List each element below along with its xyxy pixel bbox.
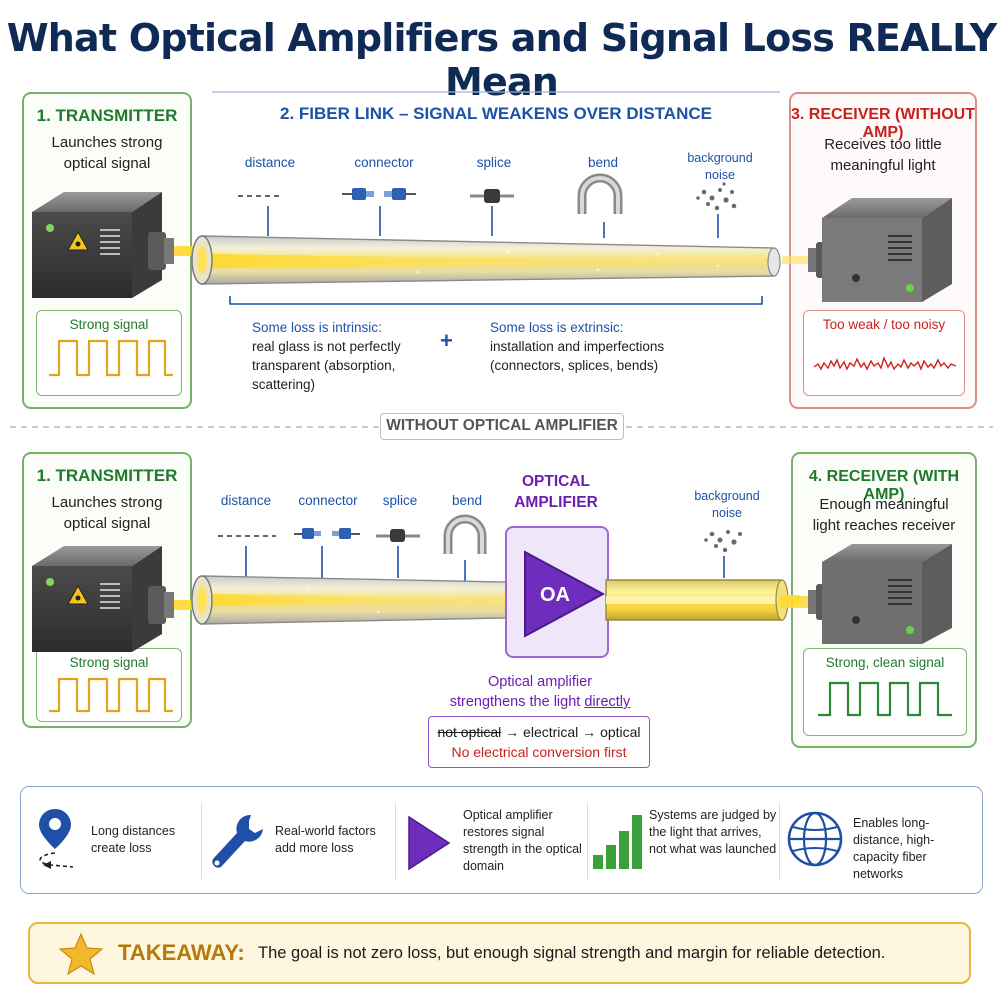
- fiber-link-title-text: 2. FIBER LINK – SIGNAL WEAKENS OVER DIST…: [280, 104, 712, 123]
- receiver-subtitle: Enough meaningful light reaches receiver: [812, 496, 956, 534]
- transmitter-title: 1. TRANSMITTER: [36, 466, 178, 485]
- transmitter-panel-bottom: 1. TRANSMITTER Launches strong optical s…: [22, 452, 192, 728]
- receiver-device-top: [782, 198, 952, 302]
- summary-text-3: Optical amplifier restores signal streng…: [463, 808, 582, 873]
- takeaway-label: TAKEAWAY:: [118, 940, 245, 965]
- summary-text-1: Long distances create loss: [91, 824, 176, 855]
- amplifier-caption-main: strengthens the light: [449, 694, 581, 710]
- fiber-top: [191, 235, 781, 285]
- square-wave-icon: [49, 339, 173, 377]
- wrench-icon: [212, 814, 263, 868]
- conversion-struck: not optical: [437, 724, 502, 740]
- transmitter-device-top: [32, 192, 204, 298]
- transmitter-title: 1. TRANSMITTER: [36, 106, 178, 125]
- receiver-subtitle: Receives too little meaningful light: [824, 136, 942, 174]
- signal-label: Too weak / too noisy: [822, 317, 946, 332]
- amplifier-triangle-icon: [408, 815, 451, 871]
- conversion-chain: not optical → electrical → optical: [429, 722, 649, 742]
- fiber-bottom-after-amp: [605, 579, 800, 621]
- distance-label: distance: [244, 155, 296, 170]
- connector-icon: [294, 528, 360, 539]
- intrinsic-note: Some loss is intrinsic: real glass is no…: [252, 318, 422, 394]
- amplifier-caption-line2: strengthens the light directly: [430, 692, 650, 712]
- map-pin-icon: [39, 809, 74, 869]
- fiber-bottom-before-amp: [191, 575, 507, 625]
- connector-label: connector: [354, 155, 414, 170]
- page-title: What Optical Amplifiers and Signal Loss …: [6, 16, 997, 104]
- bend-icon: [577, 173, 623, 214]
- intrinsic-body: real glass is not perfectly transparent …: [252, 339, 401, 392]
- loss-brace: [229, 296, 763, 305]
- noise-label: background noise: [687, 151, 753, 182]
- square-wave-icon: [49, 677, 173, 713]
- fiber-link-title: 2. FIBER LINK – SIGNAL WEAKENS OVER DIST…: [212, 104, 780, 124]
- loss-icons-top: [238, 173, 737, 238]
- bend-icon: [443, 514, 487, 554]
- amplifier-caption-line1: Optical amplifier: [488, 674, 592, 690]
- distance-label: distance: [220, 493, 272, 508]
- transmitter-subtitle: Launches strong optical signal: [51, 134, 163, 172]
- summary-text-4: Systems are judged by the light that arr…: [649, 808, 777, 856]
- extrinsic-note: Some loss is extrinsic: installation and…: [490, 318, 680, 375]
- signal-label: Strong signal: [69, 317, 149, 332]
- summary-divider: [395, 803, 396, 879]
- amplifier-caption: Optical amplifier strengthens the light …: [430, 672, 650, 712]
- splice-icon: [470, 189, 514, 203]
- clean-signal-box: Strong, clean signal: [803, 648, 967, 736]
- amplifier-title: OPTICAL AMPLIFIER: [514, 473, 598, 511]
- conversion-rest: → electrical → optical: [501, 724, 641, 740]
- receiver-device-bottom: [780, 544, 952, 644]
- connector-label: connector: [298, 493, 358, 508]
- splice-icon: [376, 529, 420, 542]
- conversion-warning: No electrical conversion first: [451, 744, 627, 760]
- noisy-wave-icon: [813, 355, 957, 371]
- weak-signal-box: Too weak / too noisy: [803, 310, 965, 396]
- bend-label: bend: [587, 155, 619, 170]
- amplifier-triangle-icon: [524, 550, 606, 638]
- plus-sign: +: [440, 328, 453, 353]
- extrinsic-title: Some loss is extrinsic:: [490, 320, 624, 335]
- extrinsic-body: installation and imperfections (connecto…: [490, 339, 665, 373]
- signal-label: Strong signal: [69, 655, 149, 670]
- summary-strip: Long distances create loss Real-world fa…: [20, 786, 983, 894]
- noise-icon: [696, 182, 737, 211]
- summary-text-5: Enables long-distance, high-capacity fib…: [853, 816, 935, 881]
- strong-signal-box: Strong signal: [36, 310, 182, 396]
- takeaway-box: TAKEAWAY: The goal is not zero loss, but…: [28, 922, 971, 984]
- loss-icons-bottom: [218, 514, 742, 582]
- summary-text-2: Real-world factors add more loss: [275, 824, 376, 855]
- receiver-title: 4. RECEIVER (WITH AMP): [808, 468, 960, 503]
- summary-divider: [779, 803, 780, 879]
- strong-signal-box: Strong signal: [36, 648, 182, 722]
- square-wave-icon: [818, 681, 952, 717]
- noise-icon: [704, 530, 742, 553]
- section-divider: [10, 426, 993, 428]
- takeaway-text: The goal is not zero loss, but enough si…: [258, 944, 886, 962]
- conversion-note: not optical → electrical → optical No el…: [428, 716, 650, 768]
- amplifier-caption-emphasis: directly: [584, 694, 631, 710]
- signal-label: Strong, clean signal: [825, 655, 945, 670]
- amplifier-symbol: OA: [540, 584, 570, 606]
- bend-label: bend: [451, 493, 483, 508]
- transmitter-subtitle: Launches strong optical signal: [51, 494, 163, 532]
- splice-label: splice: [382, 493, 418, 508]
- splice-label: splice: [476, 155, 512, 170]
- signal-bars-icon: [593, 815, 642, 869]
- star-icon: [58, 932, 104, 976]
- connector-icon: [342, 188, 416, 200]
- summary-divider: [201, 803, 202, 879]
- without-amplifier-label: WITHOUT OPTICAL AMPLIFIER: [380, 413, 624, 440]
- optical-amplifier: OA: [505, 526, 609, 658]
- transmitter-device-bottom: [32, 546, 204, 652]
- globe-icon: [787, 811, 843, 867]
- summary-divider: [587, 803, 588, 879]
- noise-label: background noise: [694, 489, 760, 520]
- link-header-rule: [212, 91, 780, 93]
- receiver-title: 3. RECEIVER (WITHOUT AMP): [791, 106, 976, 141]
- intrinsic-title: Some loss is intrinsic:: [252, 320, 382, 335]
